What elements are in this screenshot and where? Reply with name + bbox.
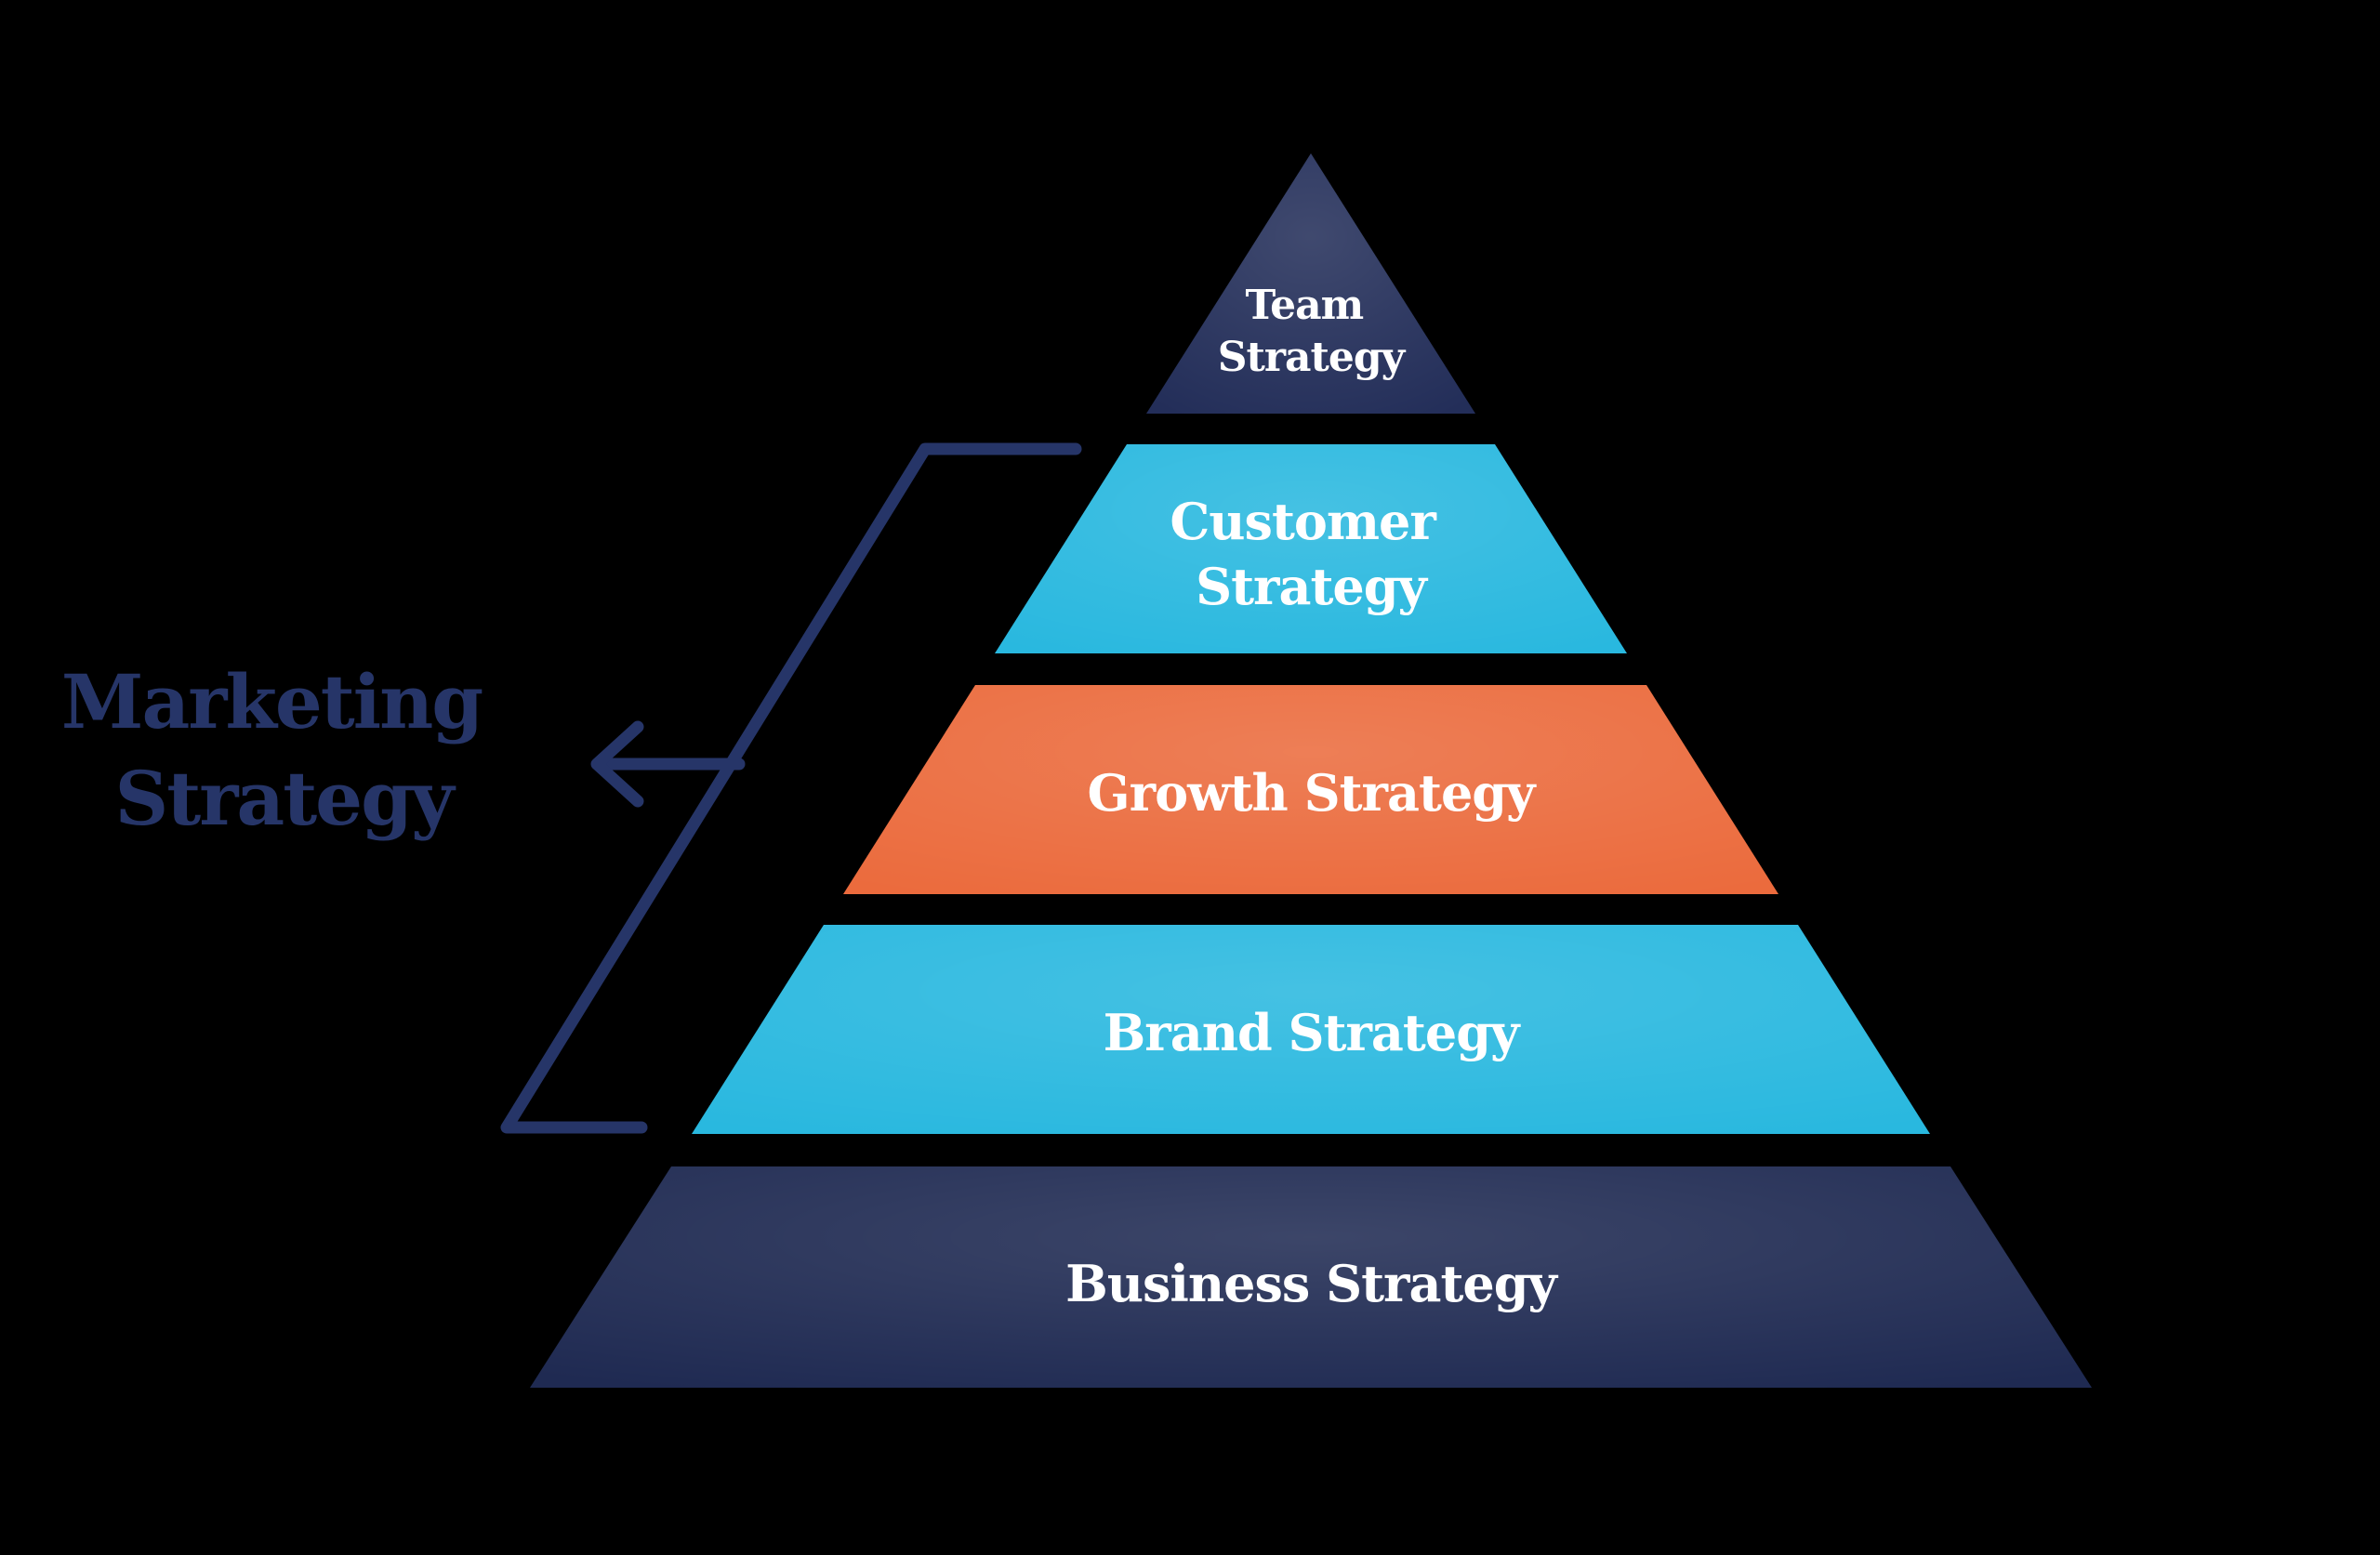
marketing-label-line1: Marketing — [61, 658, 483, 745]
business-strategy-label: Business Strategy — [1065, 1254, 1558, 1313]
team-label-line1: Team — [1245, 282, 1363, 329]
pyramid-level-brand: Brand Strategy — [692, 925, 1930, 1134]
business-shape-highlight — [530, 1166, 2092, 1388]
team-shape-highlight — [1146, 153, 1475, 414]
growth-strategy-label: Growth Strategy — [1088, 763, 1538, 823]
customer-label-line1: Customer — [1170, 492, 1436, 551]
pyramid-level-customer: Customer Strategy — [995, 444, 1627, 653]
marketing-strategy-label: Marketing Strategy — [61, 658, 506, 842]
customer-label-line2: Strategy — [1196, 557, 1428, 616]
brand-strategy-label: Brand Strategy — [1104, 1003, 1521, 1062]
team-strategy-label: Team Strategy — [1218, 282, 1407, 381]
pyramid-level-growth: Growth Strategy — [843, 685, 1778, 894]
team-label-line2: Strategy — [1218, 334, 1407, 381]
pyramid-level-team: Team Strategy — [1146, 153, 1475, 414]
growth-shape-highlight — [843, 685, 1778, 894]
left-arrow-head — [590, 720, 644, 808]
customer-shape-highlight — [995, 444, 1627, 653]
brand-shape-highlight — [692, 925, 1930, 1134]
pyramid-level-business: Business Strategy — [530, 1166, 2092, 1388]
marketing-bracket — [500, 442, 1082, 1134]
customer-strategy-label: Customer Strategy — [1170, 492, 1451, 616]
marketing-label-line2: Strategy — [115, 755, 457, 842]
left-arrow-icon — [590, 720, 746, 808]
